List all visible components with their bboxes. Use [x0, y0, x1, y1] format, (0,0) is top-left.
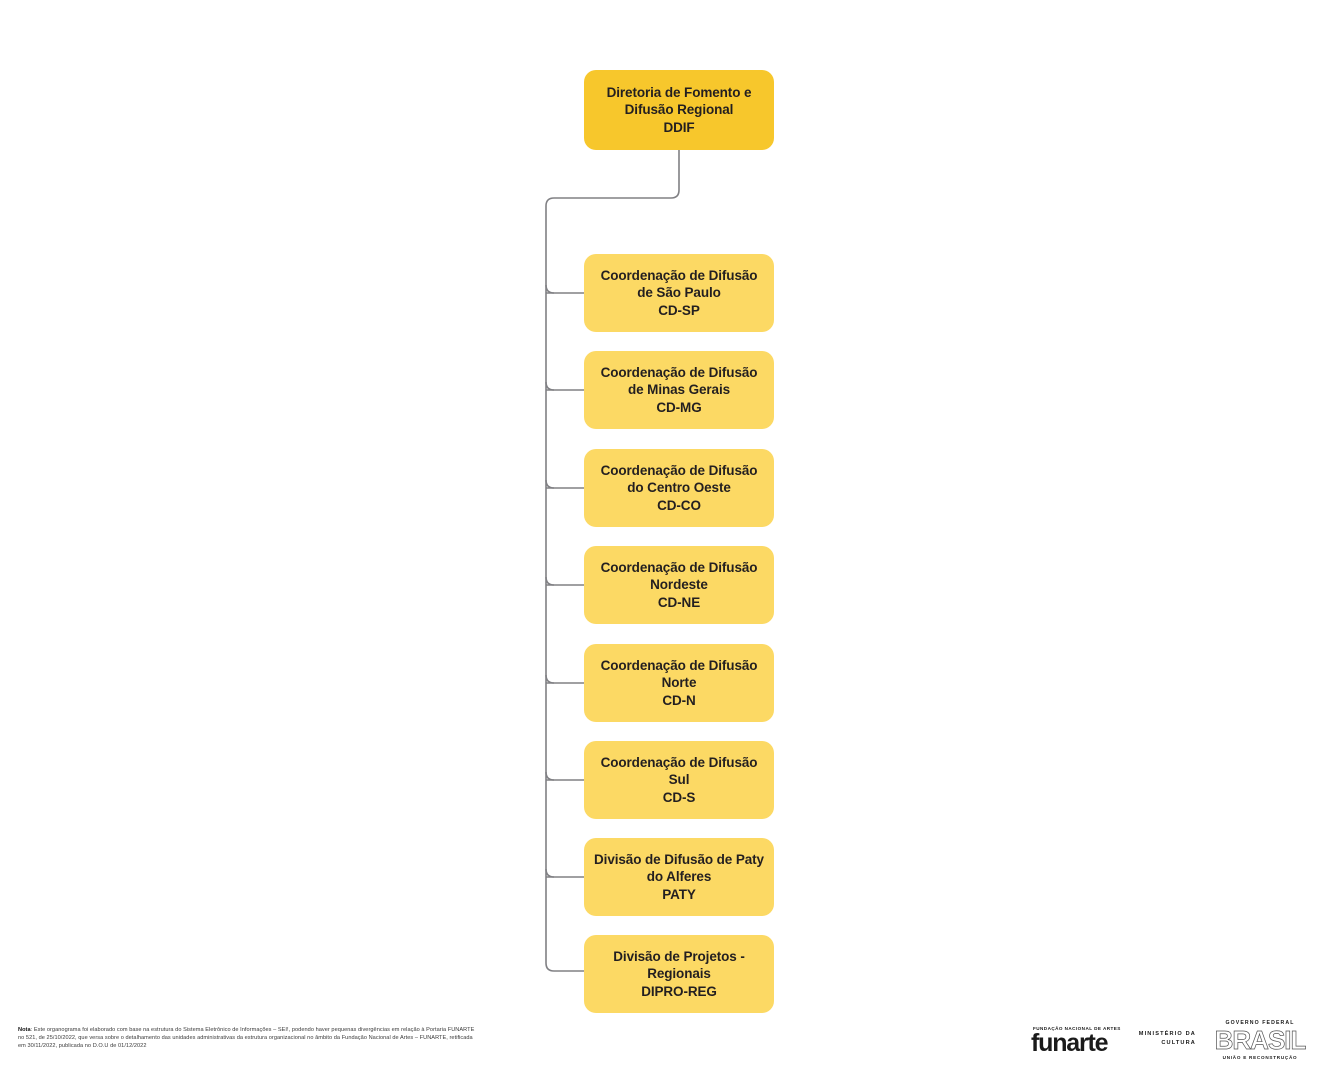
org-node-label: Diretoria de Fomento e Difusão Regional … — [606, 85, 752, 135]
org-node-label: Coordenação de Difusão de Minas Gerais C… — [600, 365, 758, 415]
footnote-text: : Este organograma foi elaborado com bas… — [18, 1027, 475, 1050]
org-node-dipro-reg[interactable]: Divisão de Projetos - Regionais DIPRO-RE… — [584, 935, 774, 1013]
ministry-of-culture-logo: MINISTÉRIO DA CULTURA — [1139, 1030, 1196, 1049]
governo-federal-logo: GOVERNO FEDERAL BRASIL UNIÃO E RECONSTRU… — [1214, 1020, 1306, 1060]
gov-federal-label: GOVERNO FEDERAL — [1225, 1020, 1295, 1027]
org-node-cd-ne[interactable]: Coordenação de Difusão Nordeste CD-NE — [584, 546, 774, 624]
org-node-label: Divisão de Difusão de Paty do Alferes PA… — [594, 852, 764, 902]
brasil-wordmark: BRASIL — [1214, 1025, 1306, 1056]
ministry-line-1: MINISTÉRIO DA — [1138, 1031, 1196, 1038]
org-node-label: Coordenação de Difusão de São Paulo CD-S… — [600, 268, 758, 318]
org-node-label: Divisão de Projetos - Regionais DIPRO-RE… — [613, 949, 745, 999]
funarte-wordmark: funarte — [1031, 1029, 1109, 1057]
funarte-tagline: FUNDAÇÃO NACIONAL DE ARTES — [1033, 1026, 1121, 1031]
org-node-label: Coordenação de Difusão do Centro Oeste C… — [600, 463, 758, 513]
funarte-logo: FUNDAÇÃO NACIONAL DE ARTES funarte — [1031, 1026, 1121, 1057]
org-node-label: Coordenação de Difusão Nordeste CD-NE — [600, 560, 758, 610]
org-node-ddif[interactable]: Diretoria de Fomento e Difusão Regional … — [584, 70, 774, 150]
org-node-label: Coordenação de Difusão Sul CD-S — [600, 755, 758, 805]
gov-slogan: UNIÃO E RECONSTRUÇÃO — [1222, 1054, 1298, 1060]
org-node-paty[interactable]: Divisão de Difusão de Paty do Alferes PA… — [584, 838, 774, 916]
org-node-label: Coordenação de Difusão Norte CD-N — [600, 658, 758, 708]
ministry-line-2: CULTURA — [1161, 1040, 1196, 1046]
footnote: Nota: Este organograma foi elaborado com… — [18, 1026, 478, 1050]
org-node-cd-co[interactable]: Coordenação de Difusão do Centro Oeste C… — [584, 449, 774, 527]
org-node-cd-sp[interactable]: Coordenação de Difusão de São Paulo CD-S… — [584, 254, 774, 332]
org-node-cd-mg[interactable]: Coordenação de Difusão de Minas Gerais C… — [584, 351, 774, 429]
org-node-cd-n[interactable]: Coordenação de Difusão Norte CD-N — [584, 644, 774, 722]
footnote-label: Nota — [18, 1027, 31, 1033]
org-node-cd-s[interactable]: Coordenação de Difusão Sul CD-S — [584, 741, 774, 819]
logo-strip: FUNDAÇÃO NACIONAL DE ARTES funarte MINIS… — [1031, 1012, 1307, 1068]
